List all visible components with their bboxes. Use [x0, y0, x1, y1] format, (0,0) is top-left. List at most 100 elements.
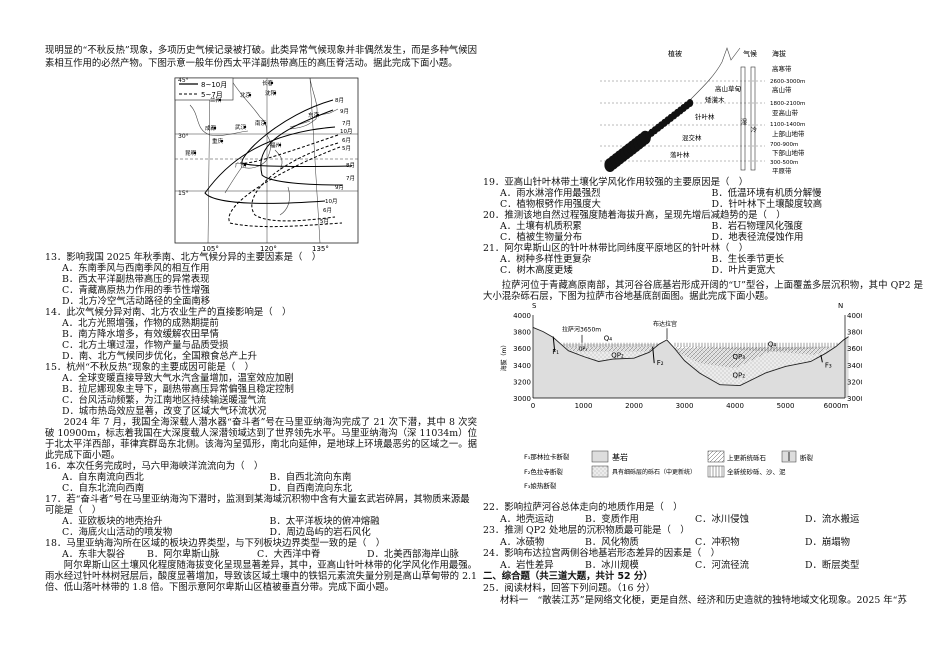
option-b[interactable]: B．太平洋板块的俯冲熔融 — [269, 516, 380, 527]
q4-layer-west — [560, 342, 660, 348]
section-two-heading: 二、综合题（共三道大题，共计 52 分） — [483, 571, 653, 582]
option-c[interactable]: C．河流径流 — [695, 559, 750, 571]
option-b[interactable]: B．自西北流向东南 — [269, 472, 352, 483]
x-tick-label: 3000 — [676, 402, 694, 410]
option-d[interactable]: D．断层类型 — [805, 559, 860, 571]
options: A．东非大裂谷 B．阿尔卑斯山脉 C．大西洋中脊 D．北美西部海岸山脉 — [45, 549, 477, 560]
palace-label: 布达拉宫 — [653, 320, 677, 328]
question-stem: 20．推测该地自然过程强度随着海拔升高，呈现先增后减趋势的是（ ） — [483, 210, 923, 221]
option-a[interactable]: A．地壳运动 — [500, 513, 554, 525]
option-a[interactable]: A．东南季风与西南季风的相互作用 — [62, 263, 210, 274]
question-text: 阿尔卑斯山区的针叶林带比同纬度平原地区的针叶林（ ） — [504, 243, 749, 254]
question: 17．若“奋斗者”号在马里亚纳海沟下潜时，监测到某海域沉积物中含有大量玄武岩碎屑… — [45, 494, 477, 538]
city-dot — [220, 139, 224, 143]
north-label: N — [838, 302, 843, 310]
option-d[interactable]: D．叶片更宽大 — [711, 265, 776, 276]
qp2-label: QP₂ — [732, 371, 745, 379]
option-c[interactable]: C．台风活动频繁，为江南地区持续输送暖湿气流 — [62, 395, 267, 406]
option-d[interactable]: D．自西南流向东北 — [269, 483, 353, 494]
option-a[interactable]: A．土壤有机质积累 — [500, 221, 582, 232]
options: A．冰碛物 B．风化物质 C．冲积物 D．崩塌物 — [483, 537, 923, 549]
y-axis-title: 海拔（m） — [500, 342, 508, 372]
city-label: 重庆 — [212, 137, 224, 145]
option-c[interactable]: C．冲积物 — [695, 536, 740, 548]
coastline — [189, 77, 339, 216]
latitude-label: 45° — [178, 77, 189, 84]
month-label: 10月 — [325, 198, 338, 205]
option-d[interactable]: D．南、北方气候同步优化，全国粮食总产上升 — [62, 351, 258, 362]
option-c[interactable]: C．植被生物量分布 — [500, 232, 583, 243]
month-label: 8月 — [346, 162, 355, 169]
option-d[interactable]: D．北美西部海岸山脉 — [367, 549, 459, 560]
option-b[interactable]: B．西太平洋副热带高压的异常表现 — [62, 274, 210, 285]
altitude-bound-label: 700-900m — [770, 142, 798, 148]
option-c[interactable]: C．自东北流向西南 — [62, 483, 145, 494]
option-c[interactable]: C．植物根劈作用强度大 — [500, 199, 601, 210]
option-b[interactable]: B．南方降水增多，有效缓解农田旱情 — [62, 329, 219, 340]
zone-label: 下部山地带 — [772, 148, 805, 157]
option-a[interactable]: A．东非大裂谷 — [62, 549, 126, 560]
qp2-label: QP₂ — [611, 351, 624, 359]
option-c[interactable]: C．青藏高原热力作用的季节性增强 — [62, 285, 210, 296]
vegetation-label: 落叶林 — [670, 150, 690, 159]
option-c[interactable]: C．树木高度更矮 — [500, 265, 573, 276]
zone-label: 高寒带 — [772, 64, 792, 73]
longitude-label: 105° — [202, 245, 219, 253]
option-b[interactable]: B．阿尔卑斯山脉 — [147, 549, 220, 560]
legend-fault: 断裂 — [800, 453, 814, 462]
legend-f2: F₂色拉寺断裂 — [524, 467, 563, 476]
option-b[interactable]: B．低温环境有机质分解慢 — [711, 188, 822, 199]
q4-label: Q₄ — [604, 335, 613, 343]
question-stem: 22．影响拉萨河谷总体走向的地质作用是（ ） — [483, 502, 923, 514]
vegetation-label: 矮灌木 — [705, 95, 725, 104]
latitude-label: 30° — [178, 133, 189, 140]
city-dot — [248, 93, 252, 97]
question-stem: 14．此次气候分异对南、北方农业生产的直接影响是（ ） — [45, 307, 477, 318]
option-a[interactable]: A．雨水淋溶作用最强烈 — [500, 188, 601, 199]
option-d[interactable]: D．地表径流侵蚀作用 — [711, 232, 804, 243]
city-label: 北京 — [240, 91, 252, 99]
option-b[interactable]: B．拉尼娜现象主导下，副热带高压异常偏强且稳定控制 — [62, 384, 294, 395]
option-b[interactable]: B．风化物质 — [585, 536, 639, 548]
option-a[interactable]: A．冰碛物 — [500, 536, 545, 548]
option-a[interactable]: A．亚欧板块的地壳抬升 — [62, 516, 163, 527]
option-b[interactable]: B．冰川规模 — [585, 559, 639, 571]
intro-paragraph-alps: 阿尔卑斯山区土壤风化程度随海拔变化呈现显著差异，其中，亚高山针叶林带的化学风化作… — [45, 560, 477, 593]
question: 19．亚高山针叶林带土壤化学风化作用较强的主要原因是（ ）A．雨水淋溶作用最强烈… — [483, 177, 923, 210]
isoline — [204, 126, 336, 204]
question-stem: 17．若“奋斗者”号在马里亚纳海沟下潜时，监测到某海域沉积物中含有大量玄武岩碎屑… — [45, 494, 477, 516]
option-c[interactable]: C．大西洋中脊 — [257, 549, 321, 560]
legend-qp2-swatch — [591, 465, 609, 478]
option-a[interactable]: A．岩性差异 — [500, 559, 554, 571]
latitude-label: 15° — [178, 190, 189, 197]
question-number: 17． — [45, 494, 67, 505]
option-d[interactable]: D．针叶林下土壤酸度较高 — [711, 199, 823, 210]
option-d[interactable]: D．北方冷空气活动路径的全面南移 — [62, 296, 211, 307]
month-label: 7月 — [342, 120, 351, 127]
option-d[interactable]: D．崩塌物 — [805, 536, 851, 548]
y-tick-label: 4000 — [513, 312, 531, 320]
option-c[interactable]: C．冰川侵蚀 — [695, 513, 750, 525]
legend-f3: F₃娘热断裂 — [524, 481, 557, 490]
y-tick-label: 3800 — [513, 329, 531, 337]
option-a[interactable]: A．自东南流向西北 — [62, 472, 144, 483]
option-d[interactable]: D．城市热岛效应显著，改变了区域大气环流状况 — [62, 406, 267, 417]
option-d[interactable]: D．流水搬运 — [805, 513, 860, 525]
question: 20．推测该地自然过程强度随着海拔升高，呈现先增后减趋势的是（ ）A．土壤有机质… — [483, 210, 923, 243]
option-c[interactable]: C．北方土壤过湿，作物产量与品质受损 — [62, 340, 229, 351]
option-b[interactable]: B．生长季节更长 — [711, 254, 785, 265]
option-a[interactable]: A．树种多样性更复杂 — [500, 254, 592, 265]
option-c[interactable]: C．海底火山活动的喷发物 — [62, 527, 173, 538]
y-tick-label-right: 3200 — [847, 378, 862, 386]
question-number: 13． — [45, 252, 67, 263]
question-text: 推测 QP2 处地层的沉积物质最可能是（ ） — [504, 525, 690, 536]
month-label: 6月 — [323, 207, 332, 214]
intro-paragraph-climate: 现明显的“不秋反热”现象，多项历史气候记录被打破。此类异常气候现象并非偶然发生，… — [45, 45, 477, 69]
option-a[interactable]: A．北方光照增强，作物的成熟期提前 — [62, 318, 219, 329]
option-b[interactable]: B．岩石物理风化强度 — [711, 221, 803, 232]
fault-line — [552, 336, 556, 352]
option-b[interactable]: B．变质作用 — [585, 513, 639, 525]
option-a[interactable]: A．全球变暖直接导致大气水汽含量增加，温室效应加剧 — [62, 373, 294, 384]
option-d[interactable]: D．周边岛屿的岩石风化 — [269, 527, 371, 538]
